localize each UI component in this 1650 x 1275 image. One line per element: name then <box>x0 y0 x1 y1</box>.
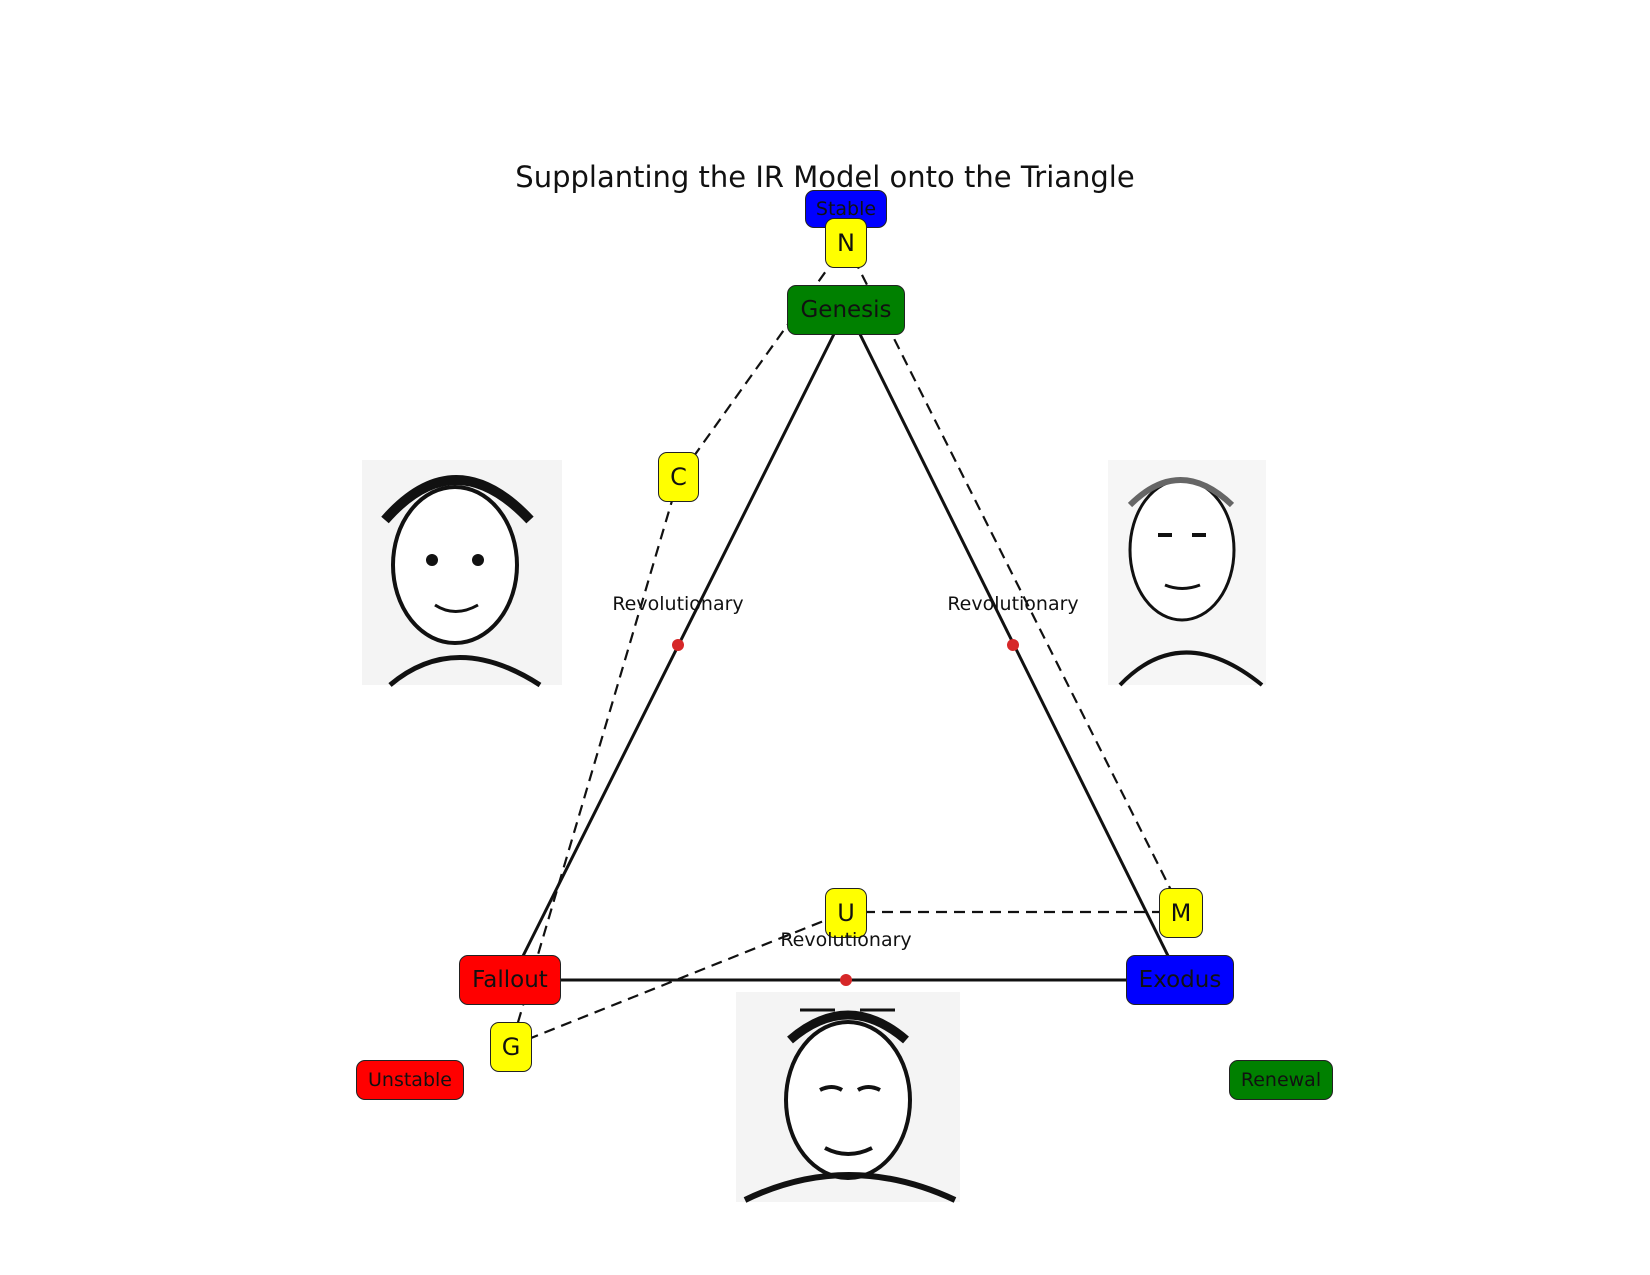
node-genesis: Genesis <box>787 285 905 335</box>
marker-m: M <box>1159 888 1203 938</box>
marker-u: U <box>825 888 867 938</box>
edge-label-bottom: Revolutionary <box>780 929 912 951</box>
dashed-c-g <box>509 476 681 1047</box>
marker-c: C <box>658 452 699 502</box>
edge-label-left: Revolutionary <box>612 593 744 615</box>
midpoint-dot-left <box>672 639 684 651</box>
node-fallout: Fallout <box>459 955 561 1005</box>
dashed-n-c <box>678 242 847 478</box>
state-unstable: Unstable <box>356 1060 464 1100</box>
marker-g: G <box>490 1022 532 1072</box>
midpoint-dot-right <box>1007 639 1019 651</box>
node-exodus: Exodus <box>1126 955 1234 1005</box>
state-renewal: Renewal <box>1229 1060 1333 1100</box>
marker-n: N <box>825 218 867 268</box>
portrait-bottom <box>736 992 960 1203</box>
portrait-right <box>1108 460 1266 687</box>
portrait-left <box>362 460 562 688</box>
midpoint-dot-bottom <box>840 974 852 986</box>
edge-label-right: Revolutionary <box>947 593 1079 615</box>
page-title: Supplanting the IR Model onto the Triang… <box>515 160 1135 194</box>
